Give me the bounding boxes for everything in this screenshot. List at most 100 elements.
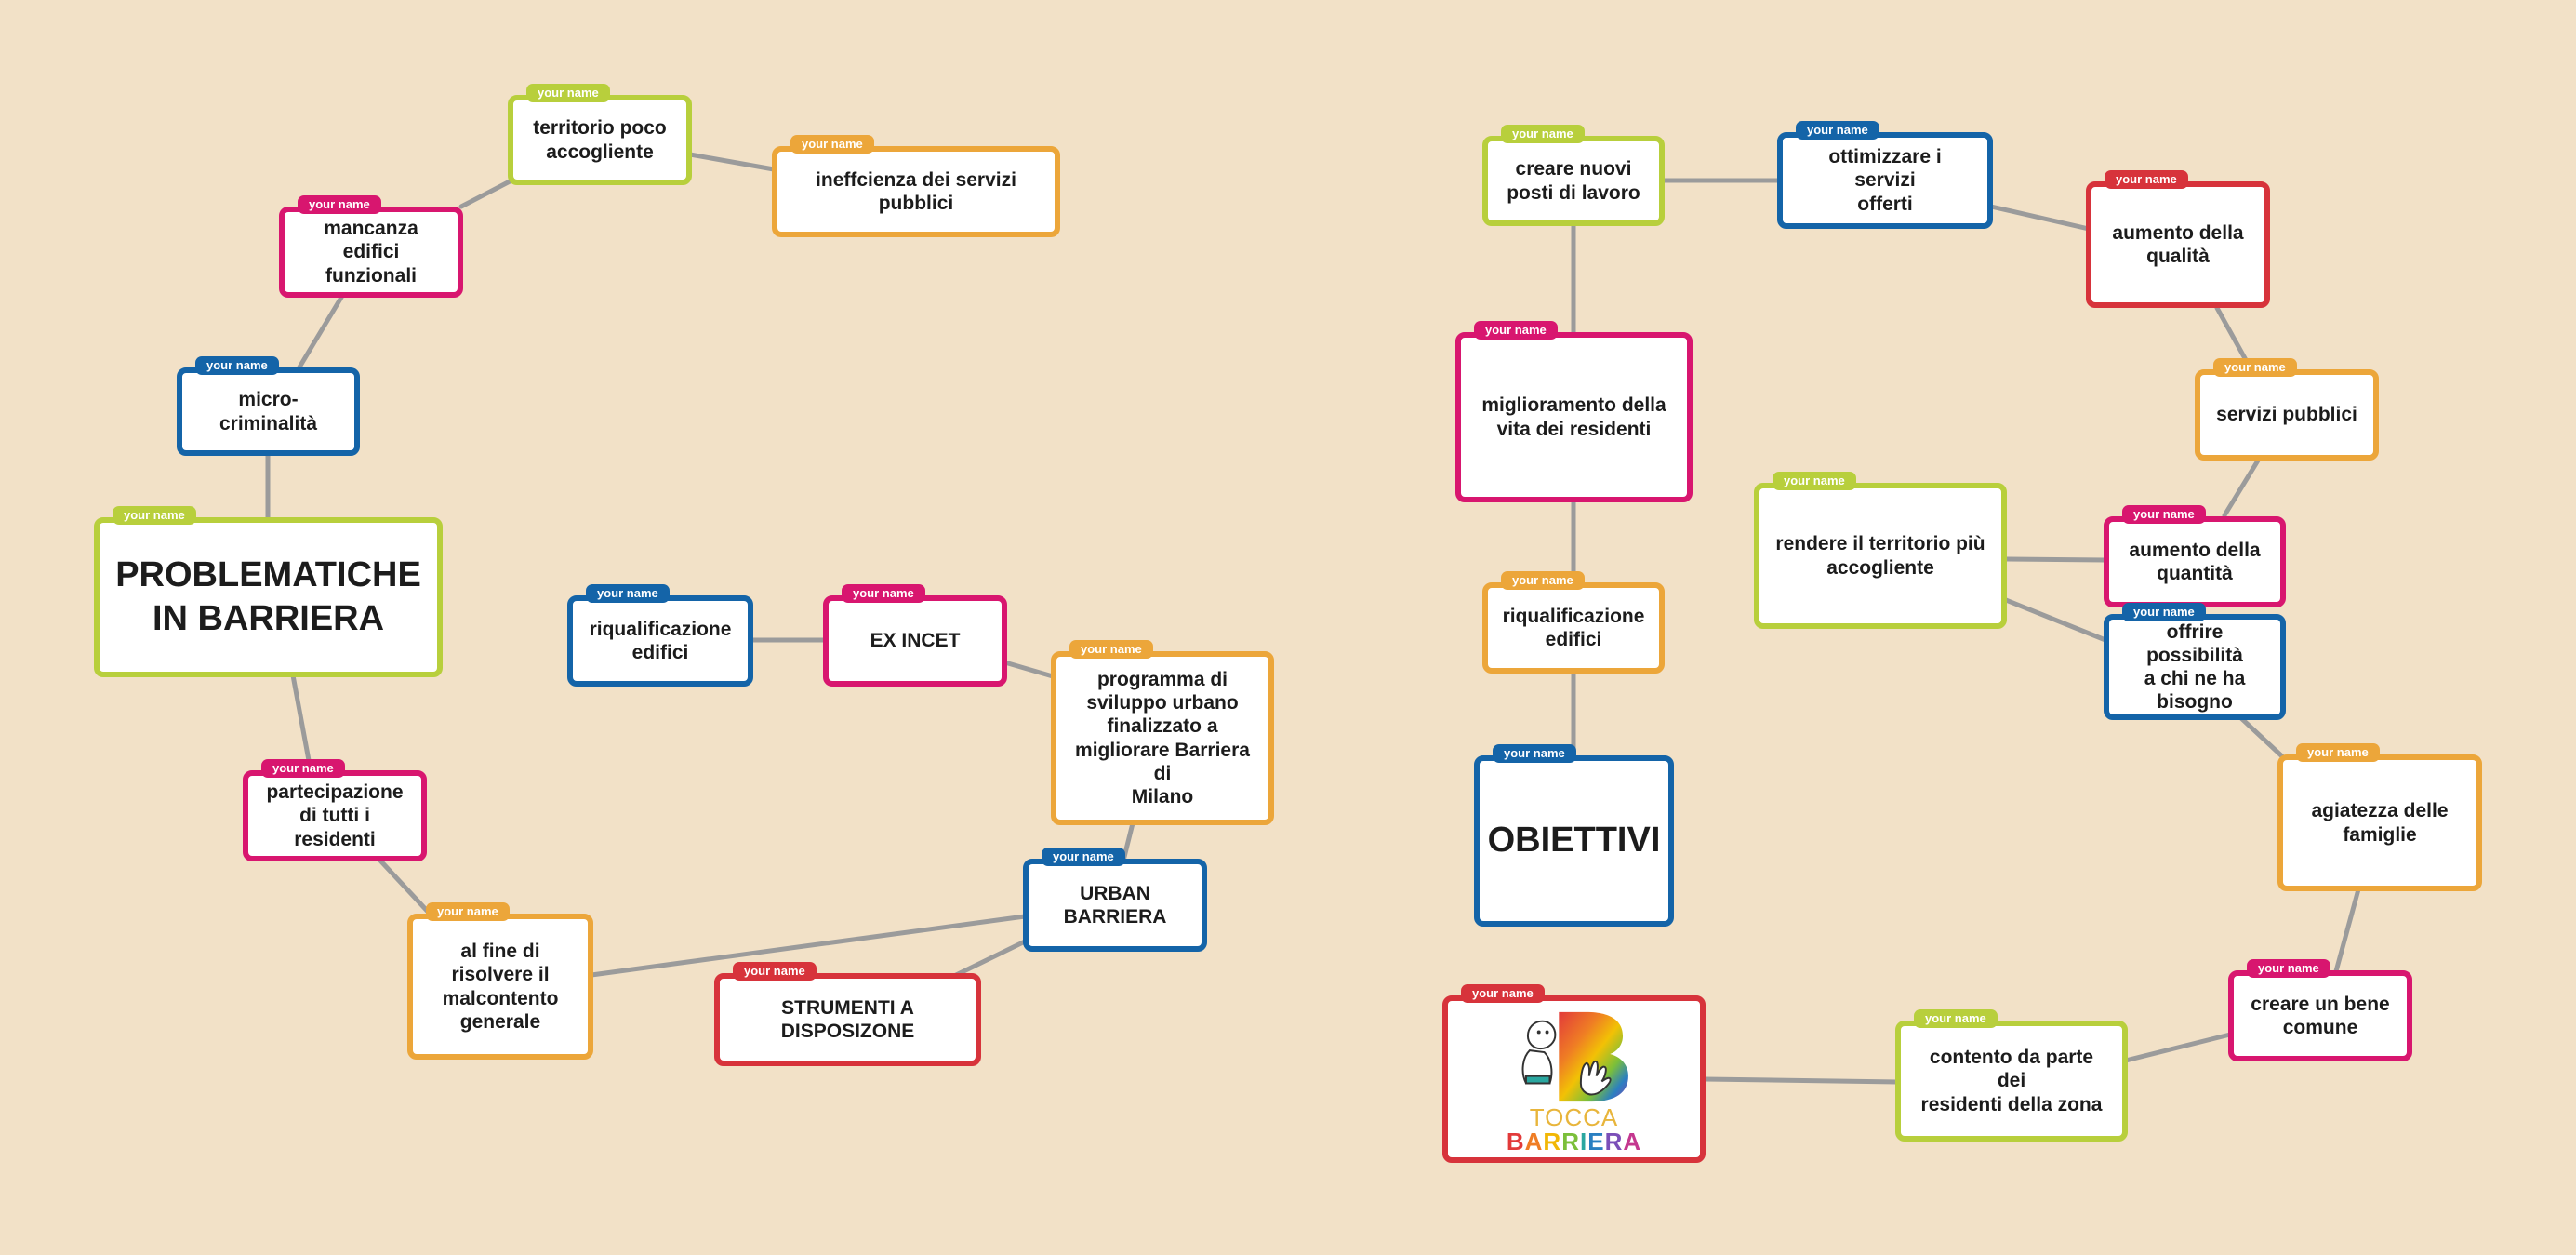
node-aumento-qualita[interactable]: your name aumento della qualità bbox=[2086, 170, 2270, 308]
logo-letter: R bbox=[1543, 1128, 1562, 1155]
node-label: micro-criminalità bbox=[219, 389, 318, 434]
node-mancanza-edifici[interactable]: your name mancanza edifici funzionali bbox=[279, 195, 463, 298]
node-urban-barriera[interactable]: your name URBAN BARRIERA bbox=[1023, 848, 1207, 952]
node-inefficienza-servizi[interactable]: your name ineffcienza dei servizi pubbli… bbox=[772, 135, 1060, 237]
node-author-tag: your name bbox=[298, 195, 381, 214]
connector bbox=[687, 152, 777, 172]
connector bbox=[949, 939, 1028, 980]
node-author-tag: your name bbox=[1501, 125, 1585, 143]
node-agiatezza-famiglie[interactable]: your name agiatezza delle famiglie bbox=[2277, 743, 2482, 891]
node-territorio-poco[interactable]: your name territorio poco accogliente bbox=[508, 84, 692, 185]
node-label: STRUMENTI A DISPOSIZONE bbox=[780, 996, 915, 1042]
connector bbox=[2003, 556, 2108, 563]
logo-letter: R bbox=[1561, 1128, 1580, 1155]
node-author-tag: your name bbox=[261, 759, 345, 778]
node-rendere-territorio[interactable]: your name rendere il territorio più acco… bbox=[1754, 472, 2007, 629]
logo-letter: R bbox=[1604, 1128, 1624, 1155]
node-aumento-quantita[interactable]: your name aumento della quantità bbox=[2104, 505, 2286, 607]
node-author-tag: your name bbox=[733, 962, 817, 981]
node-label: mancanza edifici funzionali bbox=[324, 218, 418, 287]
node-ottimizzare-servizi[interactable]: your name ottimizzare i servizi offerti bbox=[1777, 121, 1993, 229]
logo-text-barriera: BARRIERA bbox=[1507, 1129, 1641, 1154]
node-author-tag: your name bbox=[2105, 170, 2188, 189]
node-problematiche[interactable]: your name PROBLEMATICHE IN BARRIERA bbox=[94, 506, 443, 677]
node-label: creare nuovi posti di lavoro bbox=[1507, 158, 1640, 204]
node-offrire-possibilita[interactable]: your name offrire possibilità a chi ne h… bbox=[2104, 603, 2286, 720]
connector bbox=[377, 857, 432, 916]
node-miglioramento-vita[interactable]: your name miglioramento della vita dei r… bbox=[1455, 321, 1693, 502]
node-label: partecipazione di tutti i residenti bbox=[266, 781, 404, 850]
node-author-tag: your name bbox=[1069, 640, 1153, 659]
node-author-tag: your name bbox=[113, 506, 196, 525]
node-author-tag: your name bbox=[426, 902, 510, 921]
node-servizi-pubblici[interactable]: your name servizi pubblici bbox=[2195, 358, 2379, 461]
node-author-tag: your name bbox=[1773, 472, 1856, 490]
node-label: territorio poco accogliente bbox=[533, 117, 667, 163]
node-label: offrire possibilità a chi ne ha bisogno bbox=[2144, 621, 2246, 714]
node-label: programma di sviluppo urbano finalizzato… bbox=[1075, 668, 1250, 808]
node-ex-incet[interactable]: your name EX INCET bbox=[823, 584, 1007, 687]
rainbow-hand-b-icon bbox=[1521, 1011, 1628, 1102]
logo-text-tocca: TOCCA bbox=[1529, 1103, 1619, 1131]
node-label: aumento della qualità bbox=[2112, 221, 2244, 267]
node-label: riqualificazione edifici bbox=[589, 618, 732, 663]
node-tocca-barriera-logo[interactable]: your name TOCCA BARRIERA bbox=[1442, 984, 1706, 1163]
node-riqualificazione-edifici[interactable]: your name riqualificazione edifici bbox=[567, 584, 753, 687]
logo-letter: I bbox=[1579, 1128, 1588, 1155]
node-author-tag: your name bbox=[2296, 743, 2380, 762]
node-author-tag: your name bbox=[790, 135, 874, 154]
node-label: riqualificazione edifici bbox=[1502, 605, 1645, 650]
node-author-tag: your name bbox=[2213, 358, 2297, 377]
node-label: rendere il territorio più accogliente bbox=[1775, 533, 1985, 579]
connector bbox=[2003, 597, 2108, 643]
node-author-tag: your name bbox=[1796, 121, 1879, 140]
node-author-tag: your name bbox=[2122, 505, 2206, 524]
node-label: OBIETTIVI bbox=[1487, 821, 1661, 861]
node-label: PROBLEMATICHE IN BARRIERA bbox=[115, 554, 421, 639]
connector bbox=[589, 914, 1028, 978]
connector bbox=[2333, 887, 2361, 974]
node-programma-sviluppo[interactable]: your name programma di sviluppo urbano f… bbox=[1051, 640, 1274, 825]
node-contento-residenti[interactable]: your name contento da parte dei resident… bbox=[1895, 1009, 2128, 1142]
node-creare-posti-lavoro[interactable]: your name creare nuovi posti di lavoro bbox=[1482, 125, 1665, 226]
node-author-tag: your name bbox=[1493, 744, 1576, 763]
node-author-tag: your name bbox=[1461, 984, 1545, 1003]
connector bbox=[290, 673, 313, 773]
connector bbox=[1988, 204, 2091, 232]
connector bbox=[1005, 661, 1056, 679]
logo-letter: B bbox=[1506, 1128, 1525, 1155]
node-author-tag: your name bbox=[1914, 1009, 1998, 1028]
node-al-fine-di[interactable]: your name al fine di risolvere il malcon… bbox=[407, 902, 593, 1060]
node-label: servizi pubblici bbox=[2216, 404, 2357, 426]
node-author-tag: your name bbox=[1474, 321, 1558, 340]
node-author-tag: your name bbox=[195, 356, 279, 375]
node-author-tag: your name bbox=[2122, 603, 2206, 621]
node-label: agiatezza delle famiglie bbox=[2311, 800, 2449, 846]
node-label: URBAN BARRIERA bbox=[1063, 882, 1167, 928]
node-micro-criminalita[interactable]: your name micro-criminalità bbox=[177, 356, 360, 456]
node-author-tag: your name bbox=[1042, 848, 1125, 866]
connector bbox=[2222, 458, 2261, 518]
logo-letter: A bbox=[1524, 1128, 1544, 1155]
node-label: miglioramento della vita dei residenti bbox=[1481, 394, 1666, 440]
connector bbox=[295, 293, 345, 373]
node-label: ineffcienza dei servizi pubblici bbox=[816, 168, 1016, 214]
connector bbox=[2238, 715, 2285, 759]
connector bbox=[458, 177, 516, 209]
node-partecipazione[interactable]: your name partecipazione di tutti i resi… bbox=[243, 759, 427, 861]
node-author-tag: your name bbox=[586, 584, 670, 603]
node-label: contento da parte dei residenti della zo… bbox=[1920, 1047, 2103, 1115]
node-label: creare un bene comune bbox=[2251, 993, 2390, 1038]
node-label: aumento della quantità bbox=[2129, 539, 2261, 584]
node-author-tag: your name bbox=[526, 84, 610, 102]
connector bbox=[1702, 1076, 1900, 1085]
node-creare-bene-comune[interactable]: your name creare un bene comune bbox=[2228, 959, 2412, 1061]
node-obiettivi[interactable]: your name OBIETTIVI bbox=[1474, 744, 1674, 927]
node-author-tag: your name bbox=[2247, 959, 2330, 978]
connector bbox=[2123, 1032, 2233, 1063]
node-author-tag: your name bbox=[1501, 571, 1585, 590]
node-label: EX INCET bbox=[870, 630, 961, 652]
node-strumenti[interactable]: your name STRUMENTI A DISPOSIZONE bbox=[714, 962, 981, 1066]
node-riqualificazione-edifici-2[interactable]: your name riqualificazione edifici bbox=[1482, 571, 1665, 674]
